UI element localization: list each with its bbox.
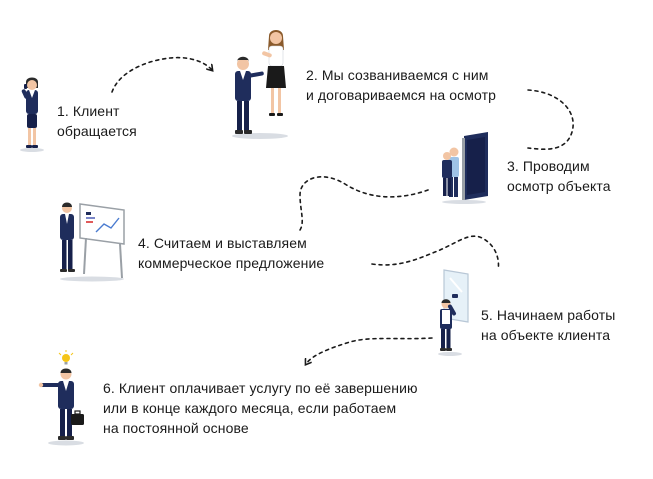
whiteboard-presentation-icon — [56, 200, 130, 282]
connector-2-3 — [527, 89, 574, 150]
step-6-line-2: или в конце каждого месяца, если работае… — [103, 400, 397, 416]
step-3-label: 3. Проводим осмотр объекта — [507, 156, 611, 196]
step-6-line-3: на постоянной основе — [103, 420, 249, 436]
window-cleaning-worker-icon — [434, 268, 472, 356]
connector-5-6 — [306, 337, 433, 364]
phone-call-person-icon — [14, 72, 50, 152]
step-5-line-1: 5. Начинаем работы — [481, 307, 616, 323]
step-6-label: 6. Клиент оплачивает услугу по её заверш… — [103, 378, 418, 438]
step-1-line-2: обращается — [57, 123, 137, 139]
step-2-label: 2. Мы созваниваемся с ним и договариваем… — [306, 65, 496, 105]
step-5-line-2: на объекте клиента — [481, 327, 611, 343]
step-1-line-1: 1. Клиент — [57, 103, 120, 119]
step-2-line-1: 2. Мы созваниваемся с ним — [306, 67, 489, 83]
door-inspection-icon — [440, 132, 492, 204]
connector-3-4 — [299, 176, 429, 231]
step-1-label: 1. Клиент обращается — [57, 101, 137, 141]
connector-1-2 — [111, 56, 212, 93]
connector-4-5 — [371, 235, 500, 271]
step-4-line-1: 4. Считаем и выставляем — [138, 235, 307, 251]
step-5-label: 5. Начинаем работы на объекте клиента — [481, 305, 615, 345]
step-3-line-2: осмотр объекта — [507, 178, 611, 194]
step-3-line-1: 3. Проводим — [507, 158, 590, 174]
step-4-label: 4. Считаем и выставляем коммерческое пре… — [138, 233, 324, 273]
lightbulb-icon — [62, 354, 70, 362]
step-6-line-1: 6. Клиент оплачивает услугу по её заверш… — [103, 380, 418, 396]
step-4-line-2: коммерческое предложение — [138, 255, 325, 271]
step-2-line-2: и договариваемся на осмотр — [306, 87, 496, 103]
businessman-idea-icon — [38, 350, 94, 446]
handshake-people-icon — [226, 28, 296, 140]
